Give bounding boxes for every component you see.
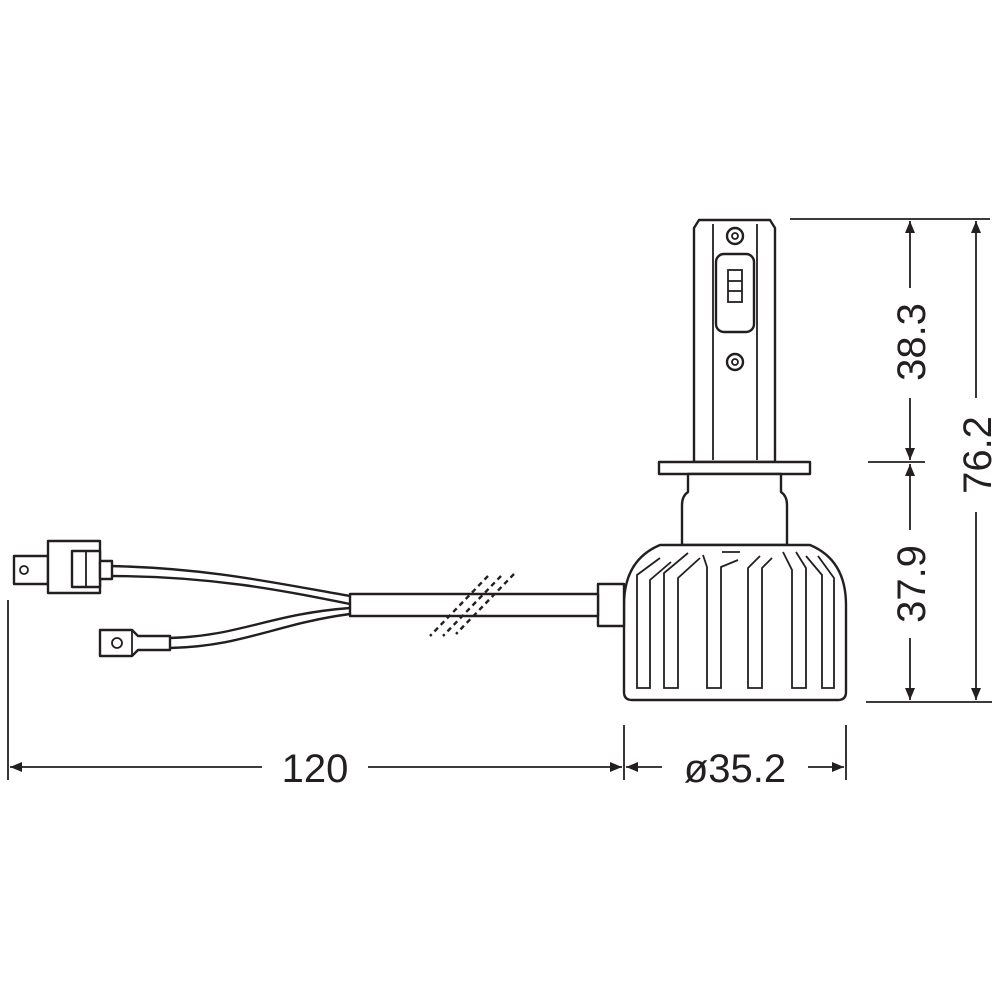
plug-connector bbox=[12, 539, 114, 595]
cable-assembly bbox=[108, 564, 626, 650]
upper-height-label: 38.3 bbox=[890, 303, 934, 381]
heatsink-base bbox=[622, 543, 848, 702]
led-stem bbox=[692, 218, 777, 464]
extension-lines bbox=[7, 218, 992, 780]
base-diameter-label: ø35.2 bbox=[684, 747, 786, 791]
dimension-lower-height: 37.9 bbox=[890, 464, 934, 700]
dimension-cable-length: 120 bbox=[10, 747, 622, 791]
dimension-base-diameter: ø35.2 bbox=[626, 747, 844, 791]
led-chip bbox=[714, 252, 756, 334]
total-height-label: 76.2 bbox=[956, 416, 1000, 494]
strain-relief bbox=[596, 582, 626, 628]
spade-terminal bbox=[98, 628, 172, 658]
dimension-total-height: 76.2 bbox=[956, 221, 1000, 700]
dimension-upper-height: 38.3 bbox=[890, 221, 934, 460]
rivet-icon bbox=[725, 226, 745, 246]
mounting-flange bbox=[657, 460, 812, 547]
cable-length-label: 120 bbox=[282, 747, 349, 791]
rivet-icon bbox=[725, 352, 745, 372]
lower-height-label: 37.9 bbox=[890, 545, 934, 623]
